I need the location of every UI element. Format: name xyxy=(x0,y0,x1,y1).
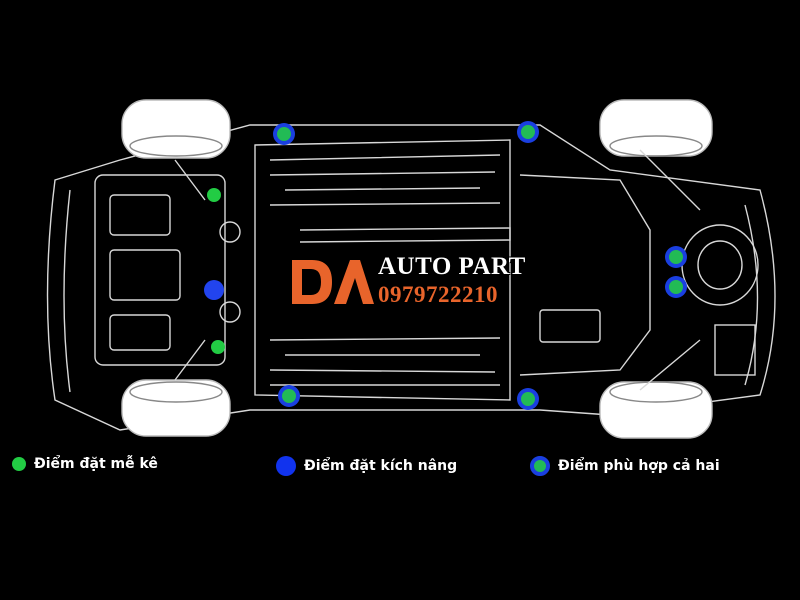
legend-label-both-point: Điểm phù hợp cả hai xyxy=(558,458,720,474)
green-blue-ring-dot-icon xyxy=(530,456,550,476)
legend-label-jack-point: Điểm đặt kích nâng xyxy=(304,458,458,474)
brand-name: AUTO PART xyxy=(378,253,526,280)
rear-left-wheel xyxy=(599,99,713,157)
floor-panel xyxy=(254,139,511,401)
legend-item-both-point: Điểm phù hợp cả hai xyxy=(530,456,720,476)
rear-suspension xyxy=(519,149,759,391)
front-right-wheel xyxy=(121,379,231,437)
stand-point-front-upper xyxy=(207,188,221,202)
phone-number: 0979722210 xyxy=(378,282,498,307)
blue-dot-icon xyxy=(276,456,296,476)
green-dot-icon xyxy=(12,457,26,471)
legend-item-stand-point: Điểm đặt mễ kê xyxy=(12,456,158,472)
brand-logo xyxy=(290,256,374,308)
rear-right-wheel xyxy=(599,381,713,439)
stand-point-front-lower xyxy=(211,340,225,354)
car-body-outline xyxy=(46,124,776,431)
jack-points xyxy=(204,121,687,410)
legend-label-stand-point: Điểm đặt mễ kê xyxy=(34,456,158,472)
da-logo-mark xyxy=(292,260,374,304)
jack-point-front-center xyxy=(204,280,224,300)
engine-bay xyxy=(94,159,241,381)
legend-item-jack-point: Điểm đặt kích nâng xyxy=(276,456,457,476)
front-left-wheel xyxy=(121,99,231,159)
